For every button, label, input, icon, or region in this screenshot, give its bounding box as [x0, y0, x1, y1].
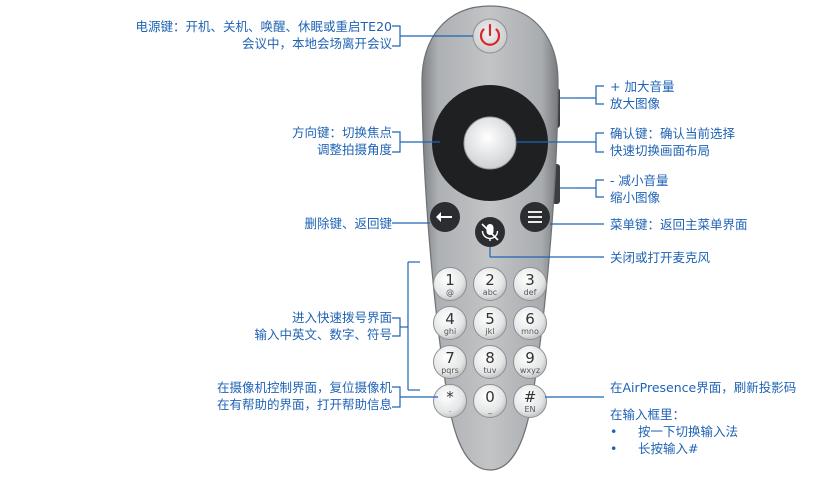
hash-bullet-2-text: 长按输入# — [638, 441, 699, 456]
ok-label-line2: 快速切换画面布局 — [610, 143, 711, 158]
key-0[interactable]: 0_ — [473, 384, 507, 418]
key-number: * — [446, 388, 454, 406]
direction-label-line1: 方向键：切换焦点 — [291, 125, 392, 140]
menu-button[interactable] — [520, 202, 550, 232]
key-number: 7 — [445, 349, 455, 367]
direction-label-line2: 调整拍摄角度 — [316, 142, 392, 157]
hash-bullet-1-text: 按一下切换输入法 — [638, 424, 739, 439]
key-number: 2 — [485, 271, 495, 289]
key-letters: _ — [487, 405, 493, 414]
volume-up-label-line1: + 加大音量 — [610, 79, 675, 94]
ok-label-line1: 确认键：确认当前选择 — [610, 126, 736, 141]
key-number: 9 — [525, 349, 535, 367]
mic-button[interactable] — [475, 217, 505, 247]
numpad-label-line1: 进入快速拨号界面 — [291, 310, 392, 325]
key-letters: @ — [446, 288, 454, 297]
key-1[interactable]: 1@ — [433, 267, 467, 301]
menu-icon — [528, 211, 542, 223]
key-number: 8 — [485, 349, 495, 367]
volume-up-label: + 加大音量 放大图像 — [610, 78, 674, 112]
mic-label: 关闭或打开麦克风 — [610, 250, 711, 265]
volume-down-label-line1: - 减小音量 — [610, 173, 669, 188]
star-label-line1: 在摄像机控制界面，复位摄像机 — [216, 380, 392, 395]
power-button[interactable] — [472, 18, 508, 54]
star-label: 在摄像机控制界面，复位摄像机 在有帮助的界面，打开帮助信息 — [217, 379, 392, 413]
power-icon — [479, 23, 501, 46]
star-label-line2: 在有帮助的界面，打开帮助信息 — [216, 397, 392, 412]
volume-down-label: - 减小音量 缩小图像 — [610, 172, 668, 206]
power-label-line1: 电源键：开机、关机、唤醒、休眠或重启TE20 — [135, 19, 392, 34]
key-letters: ghi — [444, 327, 456, 336]
delete-label: 删除键、返回键 — [304, 216, 392, 231]
key-number: 0 — [485, 388, 495, 406]
hash-bullet-1: •按一下切换输入法 — [610, 424, 739, 439]
key-hash[interactable]: #EN — [513, 384, 547, 418]
key-number: 6 — [525, 310, 535, 328]
key-letters: mno — [521, 327, 539, 336]
menu-label: 菜单键：返回主菜单界面 — [610, 217, 748, 232]
key-letters: EN — [524, 405, 535, 414]
key-number: # — [524, 388, 537, 406]
ok-label: 确认键：确认当前选择 快速切换画面布局 — [610, 125, 735, 159]
key-letters: . — [449, 405, 452, 414]
key-number: 4 — [445, 310, 455, 328]
volume-up-label-line2: 放大图像 — [610, 96, 661, 111]
power-label-line2: 会议中，本地会场离开会议 — [241, 36, 392, 51]
volume-down-label-line2: 缩小图像 — [610, 190, 661, 205]
numpad-label: 进入快速拨号界面 输入中英文、数字、符号 — [254, 309, 392, 343]
key-number: 5 — [485, 310, 495, 328]
back-button[interactable] — [430, 202, 460, 232]
key-letters: jkl — [484, 327, 494, 336]
leader-lines — [392, 25, 604, 408]
hash-bullet-2: •长按输入# — [610, 441, 699, 456]
key-letters: pqrs — [441, 366, 459, 375]
ok-button[interactable] — [463, 116, 517, 170]
power-label: 电源键：开机、关机、唤醒、休眠或重启TE20 会议中，本地会场离开会议 — [136, 18, 392, 52]
key-number: 3 — [525, 271, 535, 289]
mic-mute-icon — [481, 223, 499, 241]
back-arrow-icon — [436, 212, 452, 222]
key-letters: tuv — [484, 366, 497, 375]
hash-label: 在AirPresence界面，刷新投影码 在输入框里： •按一下切换输入法 •长… — [610, 379, 796, 457]
direction-label: 方向键：切换焦点 调整拍摄角度 — [292, 124, 392, 158]
hash-label-title: 在输入框里： — [610, 407, 686, 422]
key-letters: def — [524, 288, 537, 297]
key-letters: abc — [483, 288, 497, 297]
numpad-label-line2: 输入中英文、数字、符号 — [254, 327, 392, 342]
key-letters: wxyz — [520, 366, 540, 375]
hash-label-line1: 在AirPresence界面，刷新投影码 — [610, 380, 797, 395]
key-star[interactable]: *. — [433, 384, 467, 418]
key-number: 1 — [445, 271, 455, 289]
numeric-keypad: 1@2abc3def4ghi5jkl6mno7pqrs8tuv9wxyz*.0_… — [433, 267, 547, 418]
